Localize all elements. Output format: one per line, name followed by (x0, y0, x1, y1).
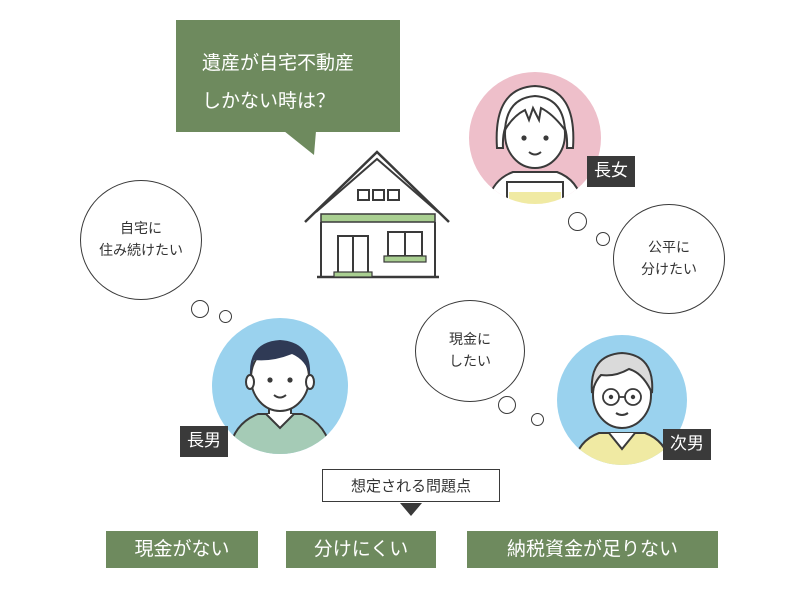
problem-insufficient-tax-funds: 納税資金が足りない (467, 531, 718, 568)
callout-line-1: 遺産が自宅不動産 (202, 46, 354, 80)
down-arrow-icon (400, 503, 422, 517)
eldest-son-thought-bubble: 自宅に 住み続けたい (80, 180, 202, 300)
eldest-son-thought-line-1: 自宅に (120, 218, 162, 240)
eldest-daughter-thought-line-2: 分けたい (641, 259, 697, 281)
thought-dot (596, 232, 610, 246)
second-son-label: 次男 (663, 429, 711, 460)
second-son-thought-line-2: したい (449, 351, 491, 373)
eldest-son-label: 長男 (180, 426, 228, 457)
eldest-daughter-label: 長女 (587, 156, 635, 187)
thought-dot (568, 212, 587, 231)
eldest-son-thought-line-2: 住み続けたい (99, 240, 183, 262)
problem-no-cash: 現金がない (106, 531, 258, 568)
eldest-daughter-avatar (467, 70, 603, 206)
thought-dot (498, 396, 516, 414)
second-son-thought-bubble: 現金に したい (415, 300, 525, 402)
problem-hard-to-divide: 分けにくい (286, 531, 436, 568)
thought-dot (531, 413, 544, 426)
eldest-daughter-thought-bubble: 公平に 分けたい (613, 204, 725, 314)
eldest-son-avatar (210, 316, 350, 456)
problems-title: 想定される問題点 (322, 469, 500, 502)
callout-line-2: しかない時は？ (202, 84, 335, 118)
house-icon (300, 148, 456, 282)
question-callout: 遺産が自宅不動産 しかない時は？ (176, 20, 400, 132)
eldest-daughter-thought-line-1: 公平に (648, 237, 690, 259)
second-son-thought-line-1: 現金に (449, 329, 491, 351)
thought-dot (191, 300, 209, 318)
